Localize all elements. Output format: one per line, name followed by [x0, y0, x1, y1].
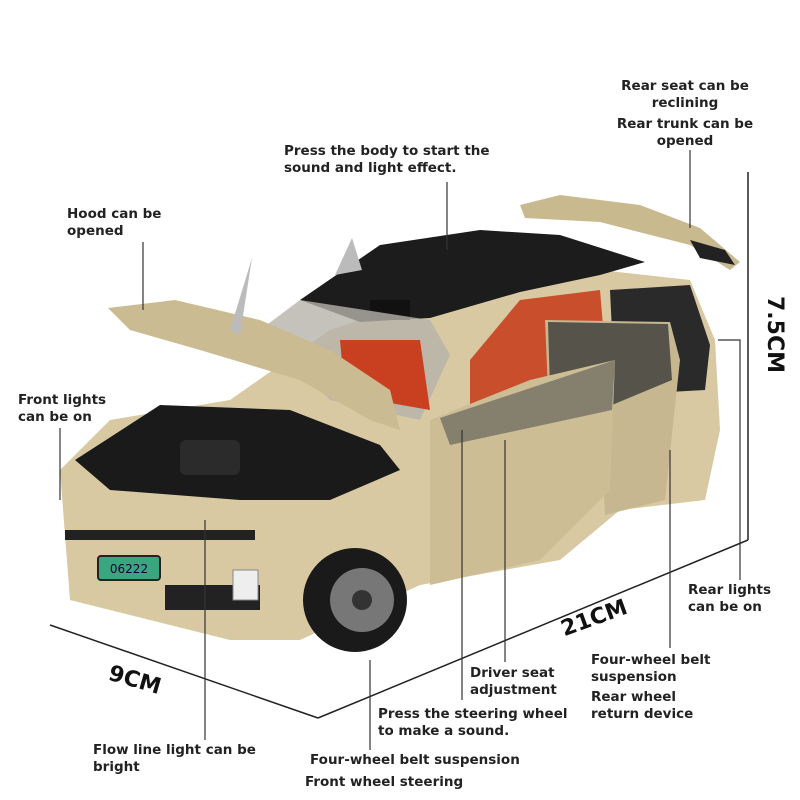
label-front-suspension: Four-wheel belt suspension — [310, 752, 520, 768]
dimension-height: 7.5CM — [762, 295, 788, 374]
trunk-lid — [520, 195, 740, 270]
license-plate — [97, 555, 161, 581]
label-line: Rear lights — [688, 582, 772, 598]
dimension-lines — [49, 172, 749, 719]
label-line: reclining — [651, 95, 719, 111]
label-line: sound and light effect. — [284, 160, 457, 176]
car-roof — [300, 230, 645, 322]
license-plate-text: 06222 — [110, 562, 148, 576]
hood — [108, 300, 400, 430]
label-line: Front lights — [18, 392, 107, 408]
label-line: to make a sound. — [378, 723, 510, 739]
label-line: bright — [93, 759, 140, 775]
label-line: Flow line light can be — [93, 742, 256, 758]
label-line: Rear wheel — [591, 689, 677, 705]
label-line: return device — [591, 706, 694, 722]
label-line: Four-wheel belt — [591, 652, 711, 668]
label-front-steering: Front wheel steering — [305, 774, 464, 790]
label-line: can be on — [688, 599, 762, 615]
label-line: Press the body to start the — [284, 143, 490, 159]
label-line: opened — [656, 133, 714, 149]
label-line: opened — [67, 223, 124, 239]
label-line: Hood can be — [67, 206, 162, 222]
label-line: Driver seat — [470, 665, 555, 681]
label-line: suspension — [591, 669, 677, 685]
label-line: Press the steering wheel — [378, 706, 568, 722]
label-line: Rear seat can be — [621, 78, 749, 94]
label-line: can be on — [18, 409, 92, 425]
leader-lines — [59, 150, 741, 750]
label-line: adjustment — [470, 682, 557, 698]
label-line: Rear trunk can be — [616, 116, 754, 132]
